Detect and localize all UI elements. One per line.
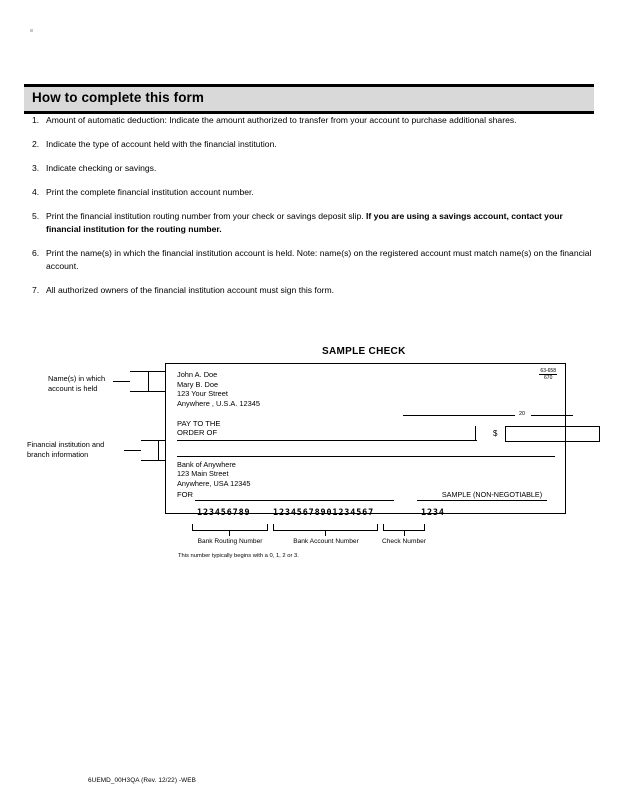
instruction-list: 1. Amount of automatic deduction: Indica… xyxy=(24,114,598,308)
micr-check-number: 1234 xyxy=(421,507,445,517)
check-payee-rule-end-tick xyxy=(475,426,476,441)
list-item: 4. Print the complete financial institut… xyxy=(24,186,598,199)
list-item-number: 1. xyxy=(32,115,40,125)
list-item-number: 3. xyxy=(32,163,40,173)
check-payee-rule xyxy=(177,440,477,441)
list-item-text: Indicate the type of account held with t… xyxy=(46,138,598,151)
list-item-text-plain: Print the name(s) in which the financial… xyxy=(46,248,592,271)
micr-routing-number: 123456789 xyxy=(197,507,251,517)
check-amount-box xyxy=(505,426,600,442)
callout-brace-bottom-extension-account-name xyxy=(149,391,165,392)
list-item: 5. Print the financial institution routi… xyxy=(24,210,598,236)
list-item-text-plain: Print the complete financial institution… xyxy=(46,187,254,197)
check-micr-line: 123456789 12345678901234567 1234 xyxy=(165,507,566,521)
micr-bracket-routing xyxy=(192,524,268,531)
check-date-rule-left xyxy=(403,415,515,416)
callout-brace-bottom-extension-bank-info xyxy=(159,460,166,461)
list-item-text-bold: If you are using a savings account, cont… xyxy=(46,211,563,234)
list-item-text: Print the complete financial institution… xyxy=(46,186,598,199)
callout-leader-line-bank-info xyxy=(124,450,141,451)
micr-bracket-stem-check-number xyxy=(404,531,405,536)
micr-bracket-check-number xyxy=(383,524,425,531)
list-item-text: Print the financial institution routing … xyxy=(46,210,598,236)
registration-mark xyxy=(30,29,33,32)
micr-routing-footnote: This number typically begins with a 0, 1… xyxy=(178,553,299,559)
micr-bracket-stem-routing xyxy=(229,531,230,536)
list-item-number: 6. xyxy=(32,248,40,258)
check-fraction-denominator: 670 xyxy=(539,374,557,381)
micr-caption-account: Bank Account Number xyxy=(293,538,359,545)
callout-brace-bank-info xyxy=(141,440,159,461)
list-item-number: 5. xyxy=(32,211,40,221)
list-item: 6. Print the name(s) in which the financ… xyxy=(24,247,598,273)
check-date-year-prefix: 20 xyxy=(519,411,525,417)
list-item-text: All authorized owners of the financial i… xyxy=(46,284,598,297)
list-item-number: 2. xyxy=(32,139,40,149)
footer-form-code: 6UEMD_00H3QA (Rev. 12/22) -WEB xyxy=(88,777,197,784)
list-item: 2. Indicate the type of account held wit… xyxy=(24,138,598,151)
section-header-band: How to complete this form xyxy=(24,84,594,114)
callout-brace-top-extension-account-name xyxy=(149,371,165,372)
list-item: 3. Indicate checking or savings. xyxy=(24,162,598,175)
check-payer-address: John A. Doe Mary B. Doe 123 Your Street … xyxy=(177,370,260,408)
check-dollar-sign: $ xyxy=(493,429,498,438)
check-date-line: 20 xyxy=(403,406,573,417)
callout-brace-top-extension-bank-info xyxy=(159,440,166,441)
check-bank-address: Bank of Anywhere 123 Main Street Anywher… xyxy=(177,460,251,488)
callout-label-account-name: Name(s) in which account is held xyxy=(48,374,106,393)
micr-bracket-stem-account xyxy=(325,531,326,536)
check-memo-rule xyxy=(195,500,394,501)
list-item-text: Print the name(s) in which the financial… xyxy=(46,247,598,273)
check-memo-label: FOR xyxy=(177,490,194,499)
list-item-text-plain: All authorized owners of the financial i… xyxy=(46,285,335,295)
check-routing-fraction: 63-658 670 xyxy=(539,368,557,381)
micr-caption-check-number: Check Number xyxy=(382,538,426,545)
list-item-number: 4. xyxy=(32,187,40,197)
list-item-number: 7. xyxy=(32,285,40,295)
check-pay-to-order-of-label: PAY TO THE ORDER OF xyxy=(177,419,221,438)
check-signature-label: SAMPLE (NON-NEGOTIABLE) xyxy=(441,490,543,499)
page-title: How to complete this form xyxy=(32,90,205,105)
list-item-text-plain: Indicate checking or savings. xyxy=(46,163,157,173)
list-item-text-plain: Print the financial institution routing … xyxy=(46,211,367,221)
list-item-text: Indicate checking or savings. xyxy=(46,162,598,175)
check-date-rule-right xyxy=(531,415,573,416)
callout-leader-line-account-name xyxy=(113,381,130,382)
list-item: 7. All authorized owners of the financia… xyxy=(24,284,598,297)
check-signature-rule xyxy=(417,500,547,501)
check-fraction-numerator: 63-658 xyxy=(540,368,556,374)
list-item: 1. Amount of automatic deduction: Indica… xyxy=(24,114,598,127)
callout-label-bank-info: Financial institution and branch informa… xyxy=(27,440,105,459)
check-amount-words-rule xyxy=(177,456,555,457)
micr-bracket-account xyxy=(273,524,378,531)
micr-caption-routing: Bank Routing Number xyxy=(197,538,263,545)
callout-brace-account-name xyxy=(130,371,149,392)
micr-account-number: 12345678901234567 xyxy=(273,507,375,517)
list-item-text-plain: Indicate the type of account held with t… xyxy=(46,139,277,149)
list-item-text: Amount of automatic deduction: Indicate … xyxy=(46,114,598,127)
sample-check-graphic: John A. Doe Mary B. Doe 123 Your Street … xyxy=(165,363,600,514)
sample-check-title: SAMPLE CHECK xyxy=(322,346,406,357)
list-item-text-plain: Amount of automatic deduction: Indicate … xyxy=(46,115,517,125)
